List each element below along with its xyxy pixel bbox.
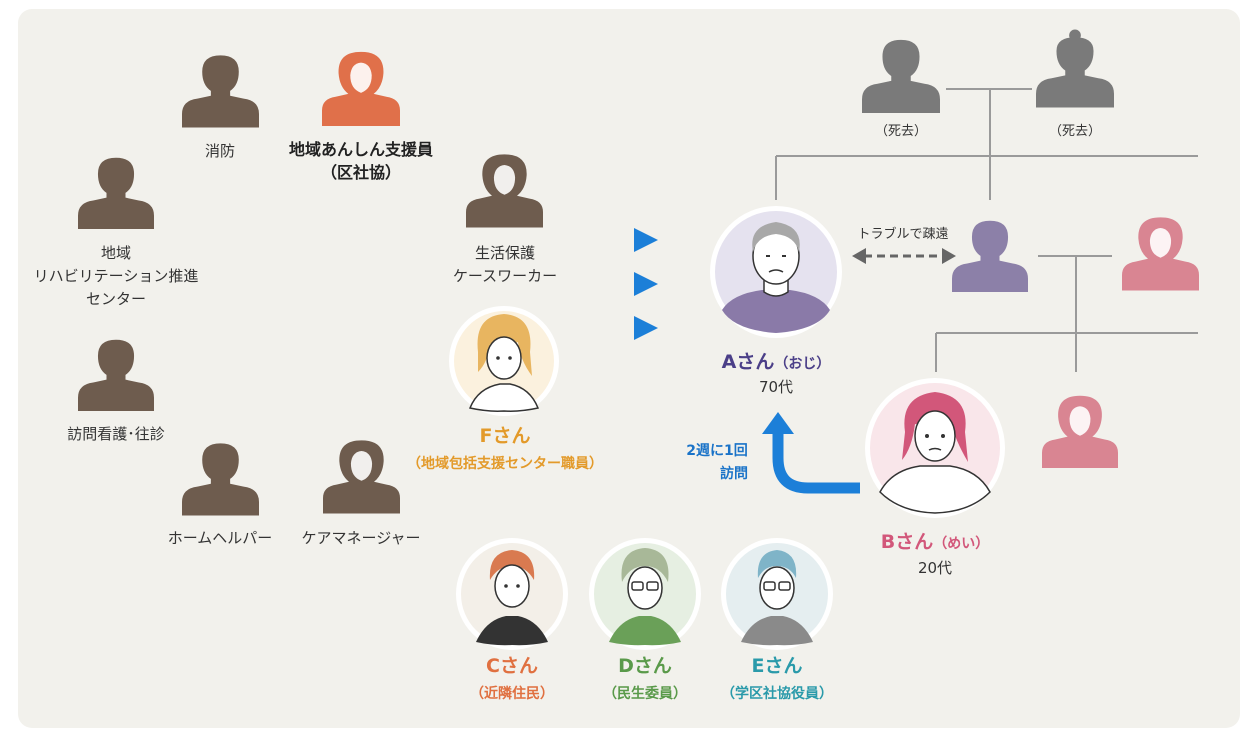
d-avatar	[589, 538, 701, 650]
rehab-staff-icon	[78, 157, 154, 229]
nursing-label: 訪問看護･往診	[67, 425, 165, 443]
a-avatar	[710, 206, 842, 338]
family-tree-lines	[775, 88, 1198, 372]
dashed-double-arrow-icon	[852, 248, 956, 264]
c-avatar	[456, 538, 568, 650]
e-role: （学区社協役員）	[721, 686, 833, 702]
anshin-label-line1: 地域あんしん支援員	[288, 140, 434, 159]
grandmother-icon	[1036, 29, 1114, 108]
play-triangle-icon	[634, 316, 658, 340]
b-avatar	[865, 378, 1005, 518]
visit-frequency: 2週に1回	[686, 443, 748, 459]
grandfather-icon	[862, 39, 940, 113]
e-name: Eさん	[751, 655, 803, 677]
d-role: （民生委員）	[603, 686, 687, 702]
welfare-caseworker-icon	[466, 154, 543, 228]
c-name: Cさん	[486, 655, 538, 677]
rehab-label-line3: センター	[85, 290, 147, 308]
welfare-label-line2: ケースワーカー	[452, 267, 558, 285]
anshin-label-line2: （区社協）	[320, 163, 402, 182]
play-triangle-icon	[634, 228, 658, 252]
f-role: （地域包括支援センター職員）	[407, 456, 603, 472]
f-avatar	[449, 306, 559, 416]
caremanager-staff-icon	[323, 440, 400, 514]
anshin-staff-icon	[322, 51, 400, 126]
curved-arrow-icon	[762, 412, 860, 494]
a-name-row: Aさん（おじ）	[722, 350, 831, 374]
trouble-label: トラブルで疎遠	[857, 227, 949, 242]
support-arrows	[634, 228, 658, 340]
helper-staff-icon	[182, 443, 259, 516]
helper-label: ホームヘルパー	[167, 529, 273, 547]
b-relation: （めい）	[933, 536, 990, 552]
caremanager-label: ケアマネージャー	[301, 529, 421, 547]
rehab-label-line1: 地域	[100, 244, 132, 262]
b-name: Bさん	[880, 531, 934, 553]
a-relation: （おじ）	[774, 356, 831, 372]
visit-label: 訪問	[720, 466, 748, 482]
f-name: Fさん	[479, 425, 531, 447]
welfare-label-line1: 生活保護	[474, 244, 536, 262]
b-age: 20代	[917, 559, 953, 577]
a-name: Aさん	[721, 351, 775, 373]
b-sibling-icon	[1042, 395, 1118, 468]
play-triangle-icon	[634, 272, 658, 296]
rehab-label-line2: リハビリテーション推進	[33, 267, 199, 285]
grandmother-status: （死去）	[1048, 124, 1102, 139]
nursing-staff-icon	[78, 339, 154, 411]
b-name-row: Bさん（めい）	[881, 530, 989, 554]
fire-staff-icon	[182, 55, 259, 128]
a-age: 70代	[758, 378, 794, 396]
d-name: Dさん	[618, 655, 672, 677]
sibling-wife-icon	[1122, 217, 1199, 291]
e-avatar	[721, 538, 833, 650]
fire-label: 消防	[204, 142, 236, 160]
c-role: （近隣住民）	[470, 686, 554, 702]
grandfather-status: （死去）	[874, 124, 928, 139]
a-sibling-icon	[952, 220, 1028, 292]
